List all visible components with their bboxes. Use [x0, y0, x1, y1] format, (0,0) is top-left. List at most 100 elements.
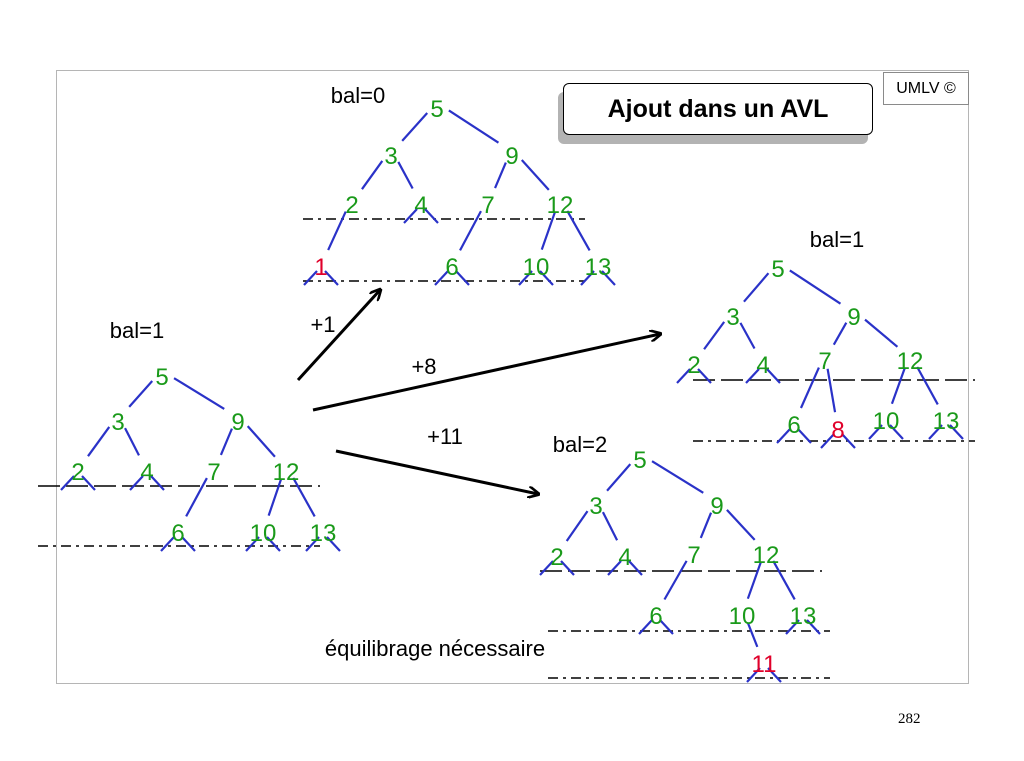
tree-node-insert-11: 13: [790, 603, 817, 630]
tree-node-insert-1: 9: [505, 143, 518, 170]
balance-label-insert-1: bal=0: [331, 83, 385, 108]
tree-node-insert-8: 7: [818, 348, 831, 375]
insert-label-insert-11: +11: [427, 424, 463, 449]
tree-edge-initial: [246, 425, 276, 458]
leaf-stub-insert-1: [539, 270, 554, 286]
tree-edge-initial: [87, 426, 111, 457]
tree-edge-initial: [185, 477, 208, 517]
tree-node-insert-8: 3: [726, 304, 739, 331]
tree-node-insert-11: 5: [633, 447, 646, 474]
tree-node-initial: 6: [171, 520, 184, 547]
leaf-stub-initial: [150, 475, 165, 491]
tree-edge-insert-11: [772, 560, 796, 600]
balance-label-insert-11: bal=2: [553, 432, 607, 457]
tree-edge-insert-11: [606, 463, 632, 492]
tree-edge-insert-1: [494, 162, 507, 189]
leaf-stub-insert-1: [403, 208, 418, 224]
leaf-stub-insert-8: [766, 368, 781, 384]
tree-node-insert-1: 12: [547, 192, 574, 219]
umlv-badge: UMLV ©: [883, 72, 969, 105]
tree-edge-initial: [292, 477, 316, 517]
leaf-stub-insert-8: [820, 433, 835, 449]
leaf-stub-insert-11: [785, 619, 800, 635]
tree-node-insert-1: 10: [523, 254, 550, 281]
tree-node-insert-11: 11: [752, 651, 777, 678]
tree-edge-insert-1: [566, 210, 591, 252]
tree-edge-initial: [173, 377, 225, 410]
tree-edge-insert-8: [799, 367, 820, 409]
tree-edge-insert-8: [832, 322, 848, 346]
tree-edge-insert-1: [448, 109, 500, 144]
tree-node-insert-1: 7: [481, 192, 494, 219]
tree-edge-insert-8: [826, 368, 837, 413]
tree-node-initial: 7: [207, 459, 220, 486]
insert-arrow-insert-1: [296, 290, 380, 382]
tree-node-insert-1: 1: [314, 254, 327, 281]
tree-node-insert-11: 6: [649, 603, 662, 630]
leaf-stub-insert-8: [949, 424, 964, 440]
leaf-stub-insert-11: [539, 560, 554, 576]
tree-edge-initial: [128, 380, 154, 408]
leaf-stub-insert-11: [607, 560, 622, 576]
tree-node-insert-1: 5: [430, 96, 443, 123]
tree-node-initial: 2: [71, 459, 84, 486]
tree-edge-insert-1: [459, 210, 482, 251]
tree-edge-insert-11: [699, 512, 713, 539]
leaf-stub-insert-8: [868, 424, 883, 440]
insert-label-insert-1: +1: [310, 312, 335, 337]
tree-node-insert-11: 10: [729, 603, 756, 630]
insert-label-insert-8: +8: [411, 354, 436, 379]
tree-edge-insert-1: [520, 159, 550, 191]
tree-node-initial: 13: [310, 520, 337, 547]
tree-edge-insert-11: [651, 460, 704, 494]
leaf-stub-initial: [266, 536, 281, 552]
tree-edge-insert-8: [916, 366, 939, 405]
tree-edge-insert-11: [565, 510, 589, 542]
tree-edge-insert-8: [864, 318, 899, 348]
leaf-stub-insert-8: [676, 368, 691, 384]
tree-edge-insert-11: [746, 622, 759, 648]
tree-node-insert-1: 3: [384, 143, 397, 170]
tree-edge-insert-1: [540, 211, 556, 251]
tree-node-initial: 9: [231, 409, 244, 436]
tree-edge-insert-11: [663, 560, 688, 601]
leaf-stub-insert-11: [628, 560, 643, 576]
tree-edge-insert-8: [703, 321, 726, 350]
page-number: 282: [898, 711, 921, 727]
leaf-stub-initial: [305, 536, 320, 552]
leaf-stub-initial: [129, 475, 144, 491]
leaf-stub-initial: [326, 536, 341, 552]
tree-edge-insert-1: [361, 160, 384, 190]
insert-arrow-insert-11: [335, 449, 538, 494]
tree-node-insert-1: 4: [414, 192, 427, 219]
leaf-stub-initial: [81, 475, 96, 491]
tree-edge-insert-11: [601, 511, 619, 541]
leaf-stub-insert-8: [841, 433, 856, 449]
tree-node-initial: 5: [155, 364, 168, 391]
tree-edge-insert-11: [726, 509, 756, 541]
leaf-stub-insert-1: [434, 270, 449, 286]
leaf-stub-initial: [181, 536, 196, 552]
tree-node-insert-8: 10: [873, 408, 900, 435]
tree-edge-insert-1: [397, 161, 414, 189]
leaf-stub-insert-8: [776, 428, 791, 444]
tree-edge-insert-1: [401, 112, 429, 142]
leaf-stub-insert-1: [518, 270, 533, 286]
leaf-stub-insert-11: [560, 560, 575, 576]
tree-node-insert-8: 4: [756, 352, 769, 379]
balance-label-initial: bal=1: [110, 318, 164, 343]
tree-node-insert-8: 5: [771, 256, 784, 283]
leaf-stub-insert-1: [324, 270, 339, 286]
leaf-stub-insert-1: [580, 270, 595, 286]
rebalance-note: équilibrage nécessaire: [325, 636, 545, 661]
tree-edge-initial: [219, 428, 233, 456]
tree-edge-insert-8: [789, 269, 842, 305]
tree-edge-insert-8: [743, 272, 770, 303]
leaf-stub-insert-11: [767, 667, 782, 683]
leaf-stub-insert-8: [697, 368, 712, 384]
tree-node-initial: 3: [111, 409, 124, 436]
tree-node-insert-1: 2: [345, 192, 358, 219]
tree-node-insert-8: 9: [847, 304, 860, 331]
leaf-stub-initial: [160, 536, 175, 552]
